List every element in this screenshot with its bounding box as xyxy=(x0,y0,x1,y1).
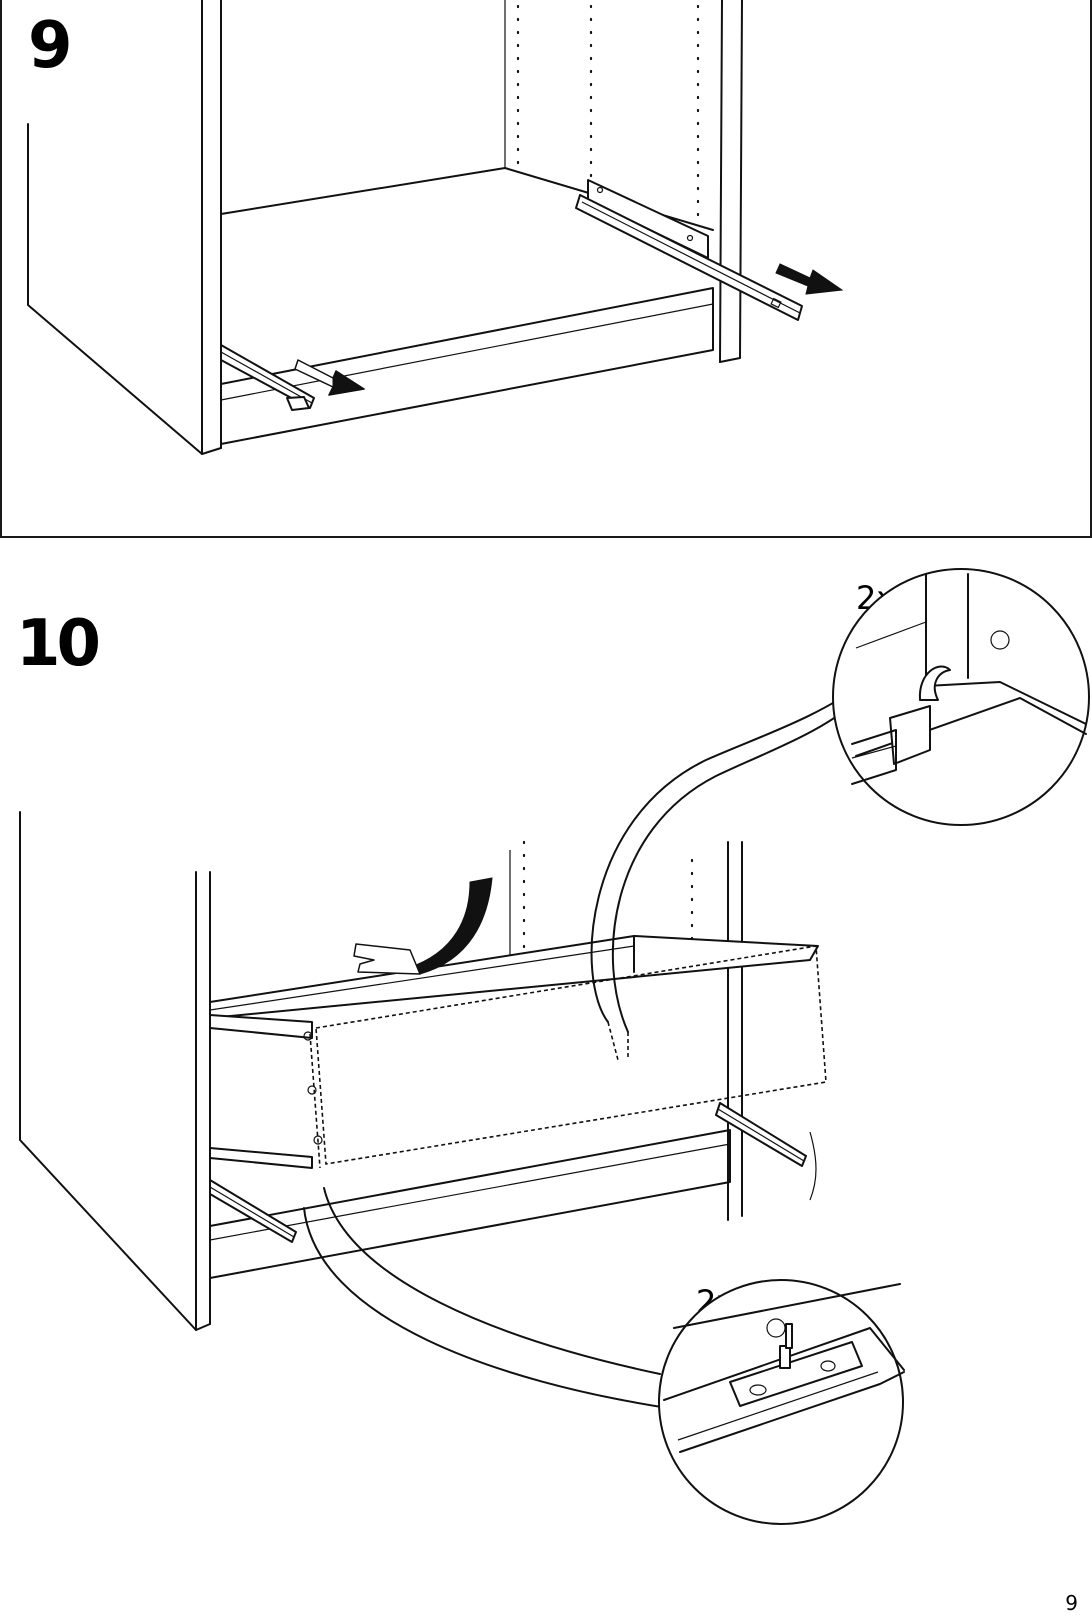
callout-leader xyxy=(323,1187,661,1375)
pull-out-arrow-icon xyxy=(775,263,844,295)
right-panel-front-edge xyxy=(719,0,723,363)
left-side-panel-edge xyxy=(27,123,203,455)
left-side-panel-edge xyxy=(19,811,197,1331)
left-drawer-runner xyxy=(209,1179,297,1243)
callout-leader xyxy=(590,679,869,1023)
left-drawer-runner xyxy=(220,344,315,411)
drawer-front-outline xyxy=(315,945,827,1165)
step-9-illustration xyxy=(27,0,844,455)
bottom-shelf-front xyxy=(220,287,714,445)
fitting-hole xyxy=(313,1135,323,1145)
step-9-panel: 9 xyxy=(0,0,1092,538)
right-drawer-runner xyxy=(575,179,803,321)
fitting-hole xyxy=(303,1031,313,1041)
pull-out-arrow-icon xyxy=(294,359,366,396)
curved-insert-arrow-icon xyxy=(353,877,493,975)
right-drawer-runner xyxy=(715,1102,807,1167)
runner-clip-detail xyxy=(832,568,1090,826)
fitting-hole xyxy=(307,1085,317,1095)
step-10-illustration xyxy=(19,568,1090,1525)
step-10-panel: 10 2x 2x xyxy=(0,560,1092,1570)
right-panel-outer-edge xyxy=(739,0,743,359)
step-number: 10 xyxy=(16,607,101,681)
step-number: 9 xyxy=(28,9,72,83)
drawer-front-fitting-detail xyxy=(658,1279,905,1525)
fitting-hole xyxy=(990,630,1010,650)
page-number: 9 xyxy=(1065,1591,1078,1615)
